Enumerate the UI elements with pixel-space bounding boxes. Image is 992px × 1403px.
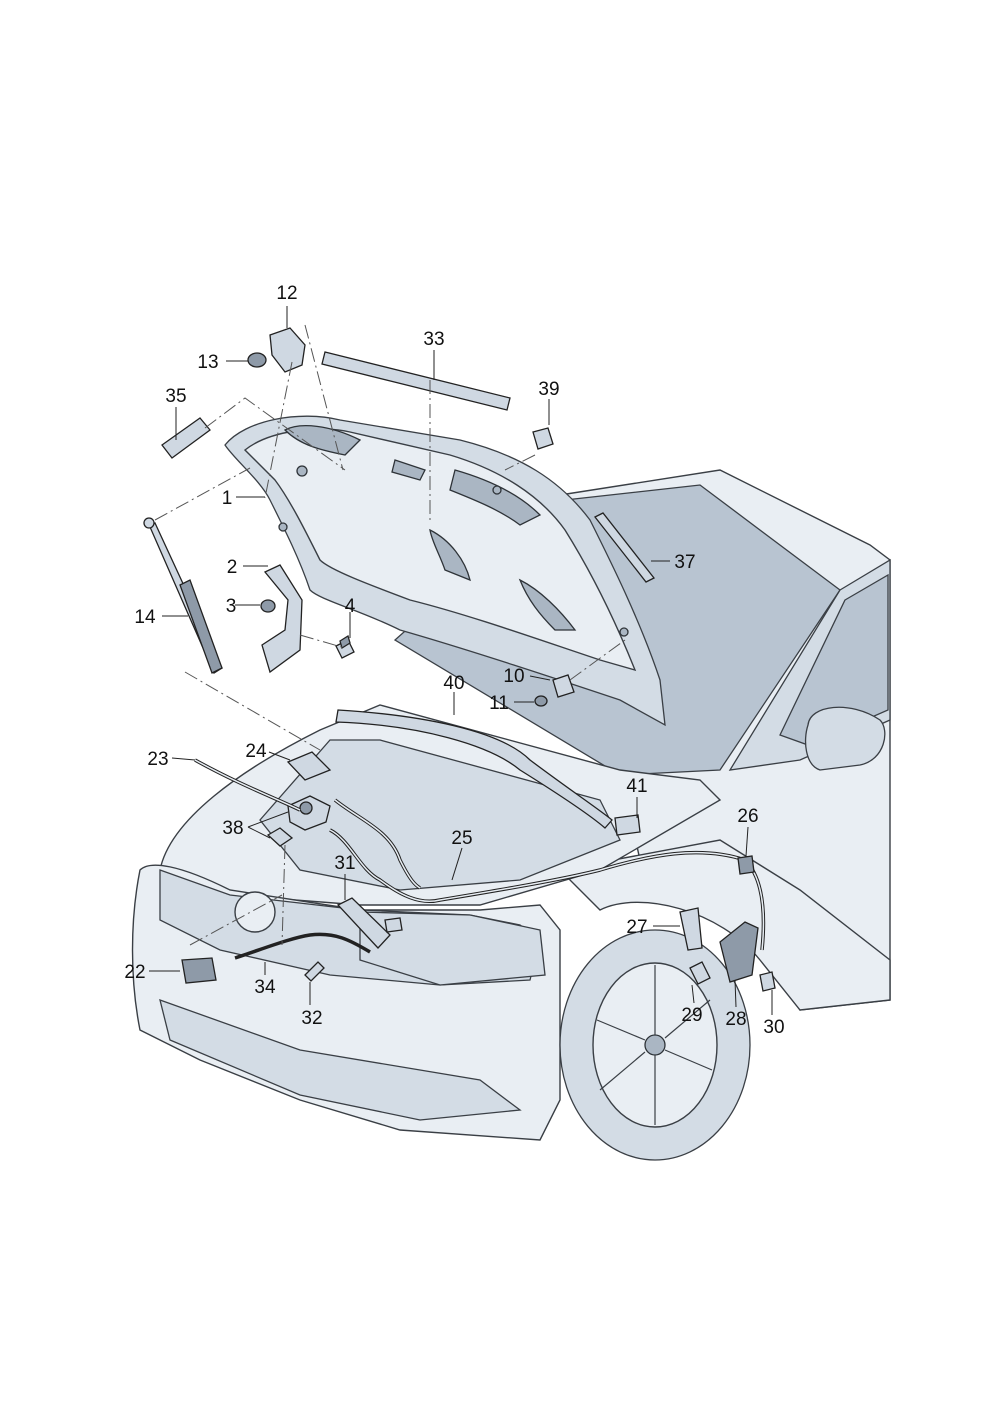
part-4 [335,634,355,659]
label-30: 30 [763,1017,784,1038]
part-39 [532,427,554,450]
assembly-lines [154,324,626,946]
label-33: 33 [423,329,444,350]
label-27: 27 [626,917,647,938]
part-12 [269,327,306,373]
label-13: 13 [197,352,218,373]
label-10: 10 [503,666,524,687]
label-32: 32 [301,1008,322,1029]
label-34: 34 [254,977,276,998]
part-34 [234,932,371,960]
part-14 [143,517,223,674]
part-11 [534,695,548,707]
part-26 [737,855,755,875]
part-37 [593,512,656,583]
callout-labels: 1 2 3 4 10 11 12 13 14 22 23 24 25 26 27… [124,283,784,1038]
bonnet-panel [224,415,666,727]
label-14: 14 [134,607,156,628]
part-13 [247,352,267,368]
label-25: 25 [451,828,472,849]
label-31: 31 [334,853,355,874]
part-40 [335,709,613,829]
part-27 [679,907,703,951]
part-33 [321,351,511,411]
label-37: 37 [674,552,695,573]
part-31 [336,897,403,949]
label-38: 38 [222,818,243,839]
leader-lines [149,306,773,1015]
label-35: 35 [165,386,186,407]
label-12: 12 [276,283,297,304]
part-28 [719,921,759,983]
part-2 [261,564,303,674]
label-23: 23 [147,749,168,770]
label-3: 3 [226,596,237,617]
part-29 [689,961,711,985]
part-10 [552,674,575,698]
label-24: 24 [245,741,267,762]
label-22: 22 [124,962,145,983]
part-22 [181,957,217,984]
label-1: 1 [222,488,233,509]
part-38 [266,795,331,847]
part-41 [614,814,641,836]
label-39: 39 [538,379,559,400]
part-35 [161,417,211,459]
label-28: 28 [725,1009,746,1030]
vehicle-body [131,469,891,1161]
label-41: 41 [626,776,647,797]
label-26: 26 [737,806,758,827]
label-11: 11 [489,693,509,714]
label-29: 29 [681,1005,702,1026]
part-32 [304,961,325,982]
label-40: 40 [443,673,464,694]
part-3 [260,599,276,613]
part-30 [759,971,776,992]
label-4: 4 [345,596,356,617]
part-24 [286,751,332,781]
label-2: 2 [227,557,238,578]
